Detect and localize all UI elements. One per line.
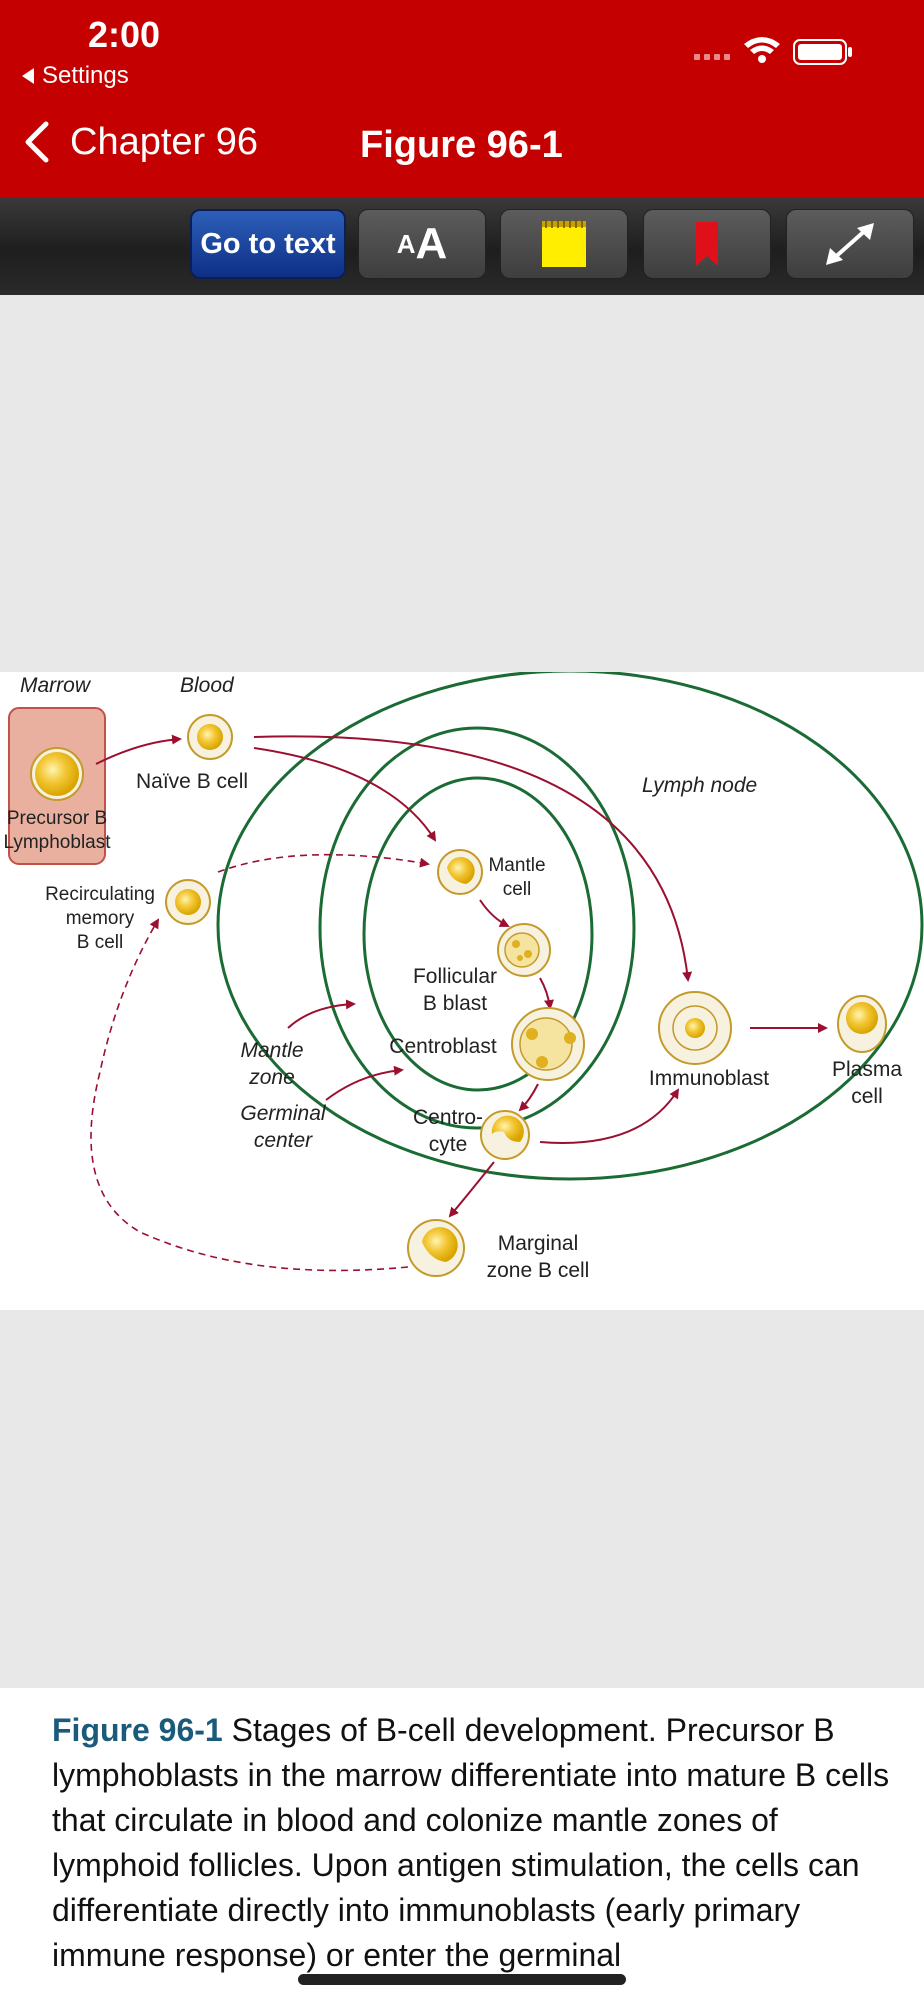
arrow-naive-to-mantle — [253, 747, 437, 842]
caption-body: Stages of B-cell development. Precursor … — [52, 1712, 890, 1973]
mantle-cell — [437, 849, 483, 895]
label-mantle-cell-2: cell — [503, 879, 532, 900]
label-follicular-2: B blast — [423, 992, 487, 1015]
label-marrow: Marrow — [20, 674, 92, 697]
germinal-center-outline — [362, 776, 594, 1092]
bookmark-icon — [696, 222, 718, 266]
status-time: 2:00 — [88, 14, 161, 55]
arrow-centrocyte-to-marginal — [448, 1161, 495, 1218]
back-triangle-icon — [22, 68, 34, 84]
label-lymph-node: Lymph node — [642, 774, 757, 797]
note-button[interactable] — [500, 209, 628, 279]
go-to-text-button[interactable]: Go to text — [190, 209, 346, 279]
page-title: Figure 96-1 — [360, 124, 563, 166]
arrow-centroblast-to-centrocyte — [518, 1083, 539, 1112]
marginal-zone-b-cell — [407, 1219, 465, 1277]
label-blood: Blood — [180, 674, 235, 697]
follicular-b-blast — [497, 923, 551, 977]
recirculating-memory-cell — [165, 879, 211, 925]
centroblast-cell — [511, 1007, 585, 1081]
text-size-large-glyph: A — [415, 219, 448, 268]
sticky-note-icon — [542, 220, 586, 267]
home-indicator[interactable] — [298, 1974, 626, 1985]
caption-figure-label: Figure 96-1 — [52, 1712, 223, 1748]
label-mantle-cell-1: Mantle — [488, 855, 545, 876]
label-plasma-2: cell — [851, 1085, 883, 1108]
label-centroblast: Centroblast — [389, 1035, 497, 1058]
cellular-signal-icon — [694, 54, 730, 60]
label-follicular-1: Follicular — [413, 965, 497, 988]
immunoblast-cell — [658, 991, 732, 1065]
label-recirc-1: Recirculating — [45, 884, 155, 905]
top-bar: 2:00 Settings Chapter 96 Figure 96-1 — [0, 0, 924, 197]
dashed-recirc-to-mantle — [217, 853, 430, 873]
centrocyte-cell — [480, 1110, 530, 1160]
pointer-germinal-center — [325, 1065, 404, 1101]
chapter-back-label: Chapter 96 — [70, 120, 259, 163]
b-cell-diagram: Marrow Blood Naïve B cell Lymph node Pre… — [3, 672, 924, 1282]
arrow-centrocyte-to-immunoblast — [539, 1088, 680, 1144]
fullscreen-button[interactable] — [786, 209, 914, 279]
naive-b-cell — [187, 714, 233, 760]
label-mantle-zone-2: zone — [248, 1066, 295, 1089]
dashed-marginal-loop — [90, 918, 409, 1272]
label-mantle-zone-1: Mantle — [240, 1039, 303, 1062]
bookmark-button[interactable] — [643, 209, 771, 279]
battery-icon — [793, 39, 852, 65]
label-precursor-2: Lymphoblast — [3, 832, 111, 853]
label-centrocyte-1: Centro- — [413, 1106, 483, 1129]
chapter-back-button[interactable]: Chapter 96 — [24, 120, 258, 164]
arrow-naive-to-immunoblast — [253, 735, 693, 982]
figure-caption: Figure 96-1 Stages of B-cell development… — [0, 1688, 924, 2000]
expand-arrows-icon — [826, 223, 874, 265]
text-size-small-glyph: A — [396, 228, 416, 259]
caption-text: Figure 96-1 Stages of B-cell development… — [52, 1708, 892, 1978]
label-precursor-1: Precursor B — [7, 808, 107, 829]
figure-panel: Marrow Blood Naïve B cell Lymph node Pre… — [0, 672, 924, 1310]
precursor-cell — [30, 747, 84, 801]
label-germinal-2: center — [254, 1129, 313, 1152]
status-icons — [694, 37, 852, 65]
label-naive: Naïve B cell — [136, 770, 248, 793]
label-immunoblast: Immunoblast — [649, 1067, 769, 1090]
back-to-settings[interactable]: Settings — [22, 62, 129, 90]
label-marginal-2: zone B cell — [487, 1259, 590, 1282]
plasma-cell — [837, 995, 887, 1053]
label-plasma-1: Plasma — [832, 1058, 902, 1081]
label-centrocyte-2: cyte — [429, 1133, 468, 1156]
arrow-follicular-to-centroblast — [539, 977, 554, 1010]
back-to-settings-label: Settings — [42, 62, 129, 89]
mantle-zone-outline — [318, 726, 636, 1130]
label-recirc-2: memory — [66, 908, 135, 929]
label-marginal-1: Marginal — [498, 1232, 579, 1255]
wifi-icon — [744, 37, 780, 63]
arrow-mantle-to-follicular — [479, 899, 510, 927]
pointer-mantle-zone — [287, 999, 356, 1029]
label-recirc-3: B cell — [77, 932, 123, 953]
arrow-precursor-to-naive — [95, 734, 182, 765]
lymph-node-outline — [216, 672, 924, 1181]
chevron-left-icon — [25, 121, 49, 163]
label-germinal-1: Germinal — [240, 1102, 327, 1125]
